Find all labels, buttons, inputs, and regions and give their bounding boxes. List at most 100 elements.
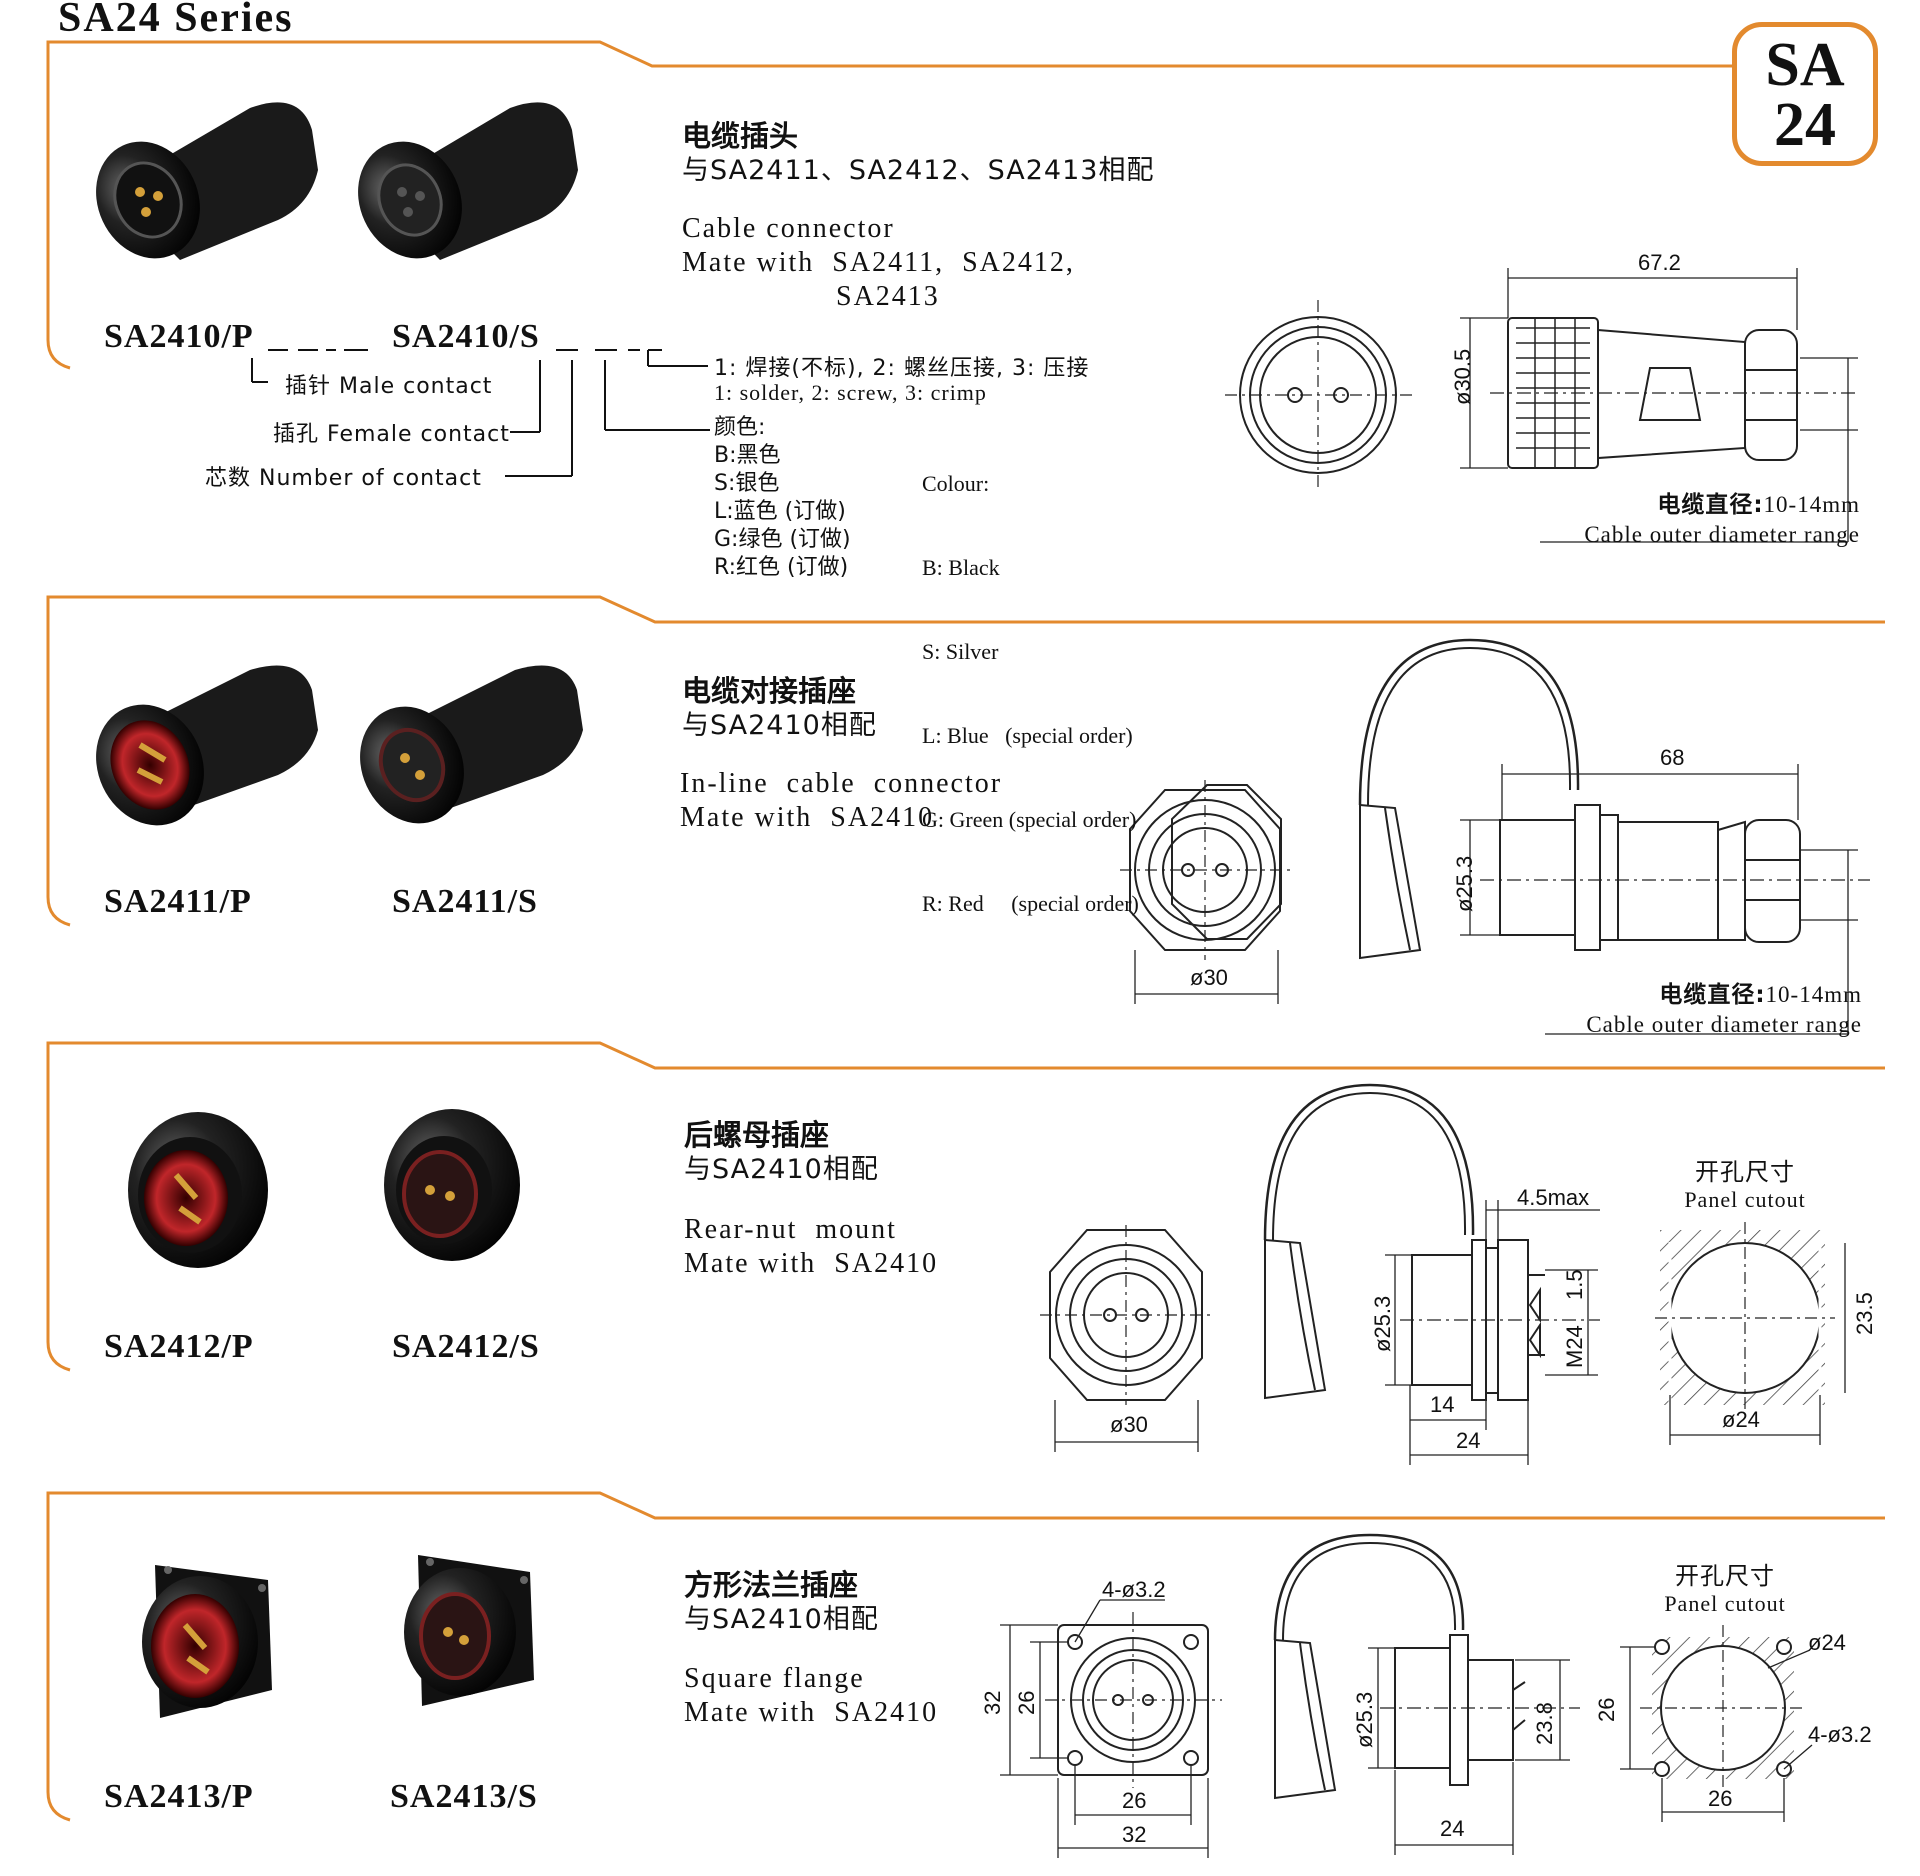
sa2413-cutout-d: ø24 (1808, 1630, 1846, 1655)
sa2412-dim-14: 14 (1430, 1392, 1455, 1417)
sa2410-en-mate: Mate with SA2411, SA2412, (682, 247, 1075, 278)
sa2411-model-female: SA2411/S (392, 883, 538, 920)
series-badge: SA 24 (1732, 22, 1878, 166)
sa2412-cutout-title: 开孔尺寸 Panel cutout (1655, 1158, 1835, 1214)
colour-cn-item: G:绿色 (订做) (714, 527, 851, 552)
sa2411-dim-front: ø30 (1190, 965, 1228, 990)
sa2413-dim-diameter: ø25.3 (1352, 1691, 1377, 1748)
drawing-sa2412-cutout (1655, 1222, 1846, 1445)
cable-en: Cable outer diameter range (1584, 522, 1860, 547)
sa2411-cn-mate: 与SA2410相配 (682, 710, 877, 741)
sa2410-model-male: SA2410/P (104, 318, 254, 355)
sa2411-en-mate: Mate with SA2410 (680, 802, 935, 833)
cutout-en: Panel cutout (1664, 1591, 1786, 1616)
sa2413-dim-24: 24 (1440, 1816, 1465, 1841)
sa2412-model-male: SA2412/P (104, 1328, 254, 1365)
sa2410-cable-note: 电缆直径:10-14mm Cable outer diameter range (1540, 490, 1860, 549)
colour-cn-item: B:黑色 (714, 443, 781, 468)
colour-en-item: G: Green (special order) (922, 807, 1137, 832)
sa2412-dim-24: 24 (1456, 1428, 1481, 1453)
drawing-sa2411-front (1120, 780, 1290, 1004)
colour-en-title: Colour: (922, 471, 990, 496)
sa2413-en-title: Square flange (684, 1663, 865, 1694)
sa2410-model-female: SA2410/S (392, 318, 540, 355)
sa2413-dim-26h: 26 (1122, 1788, 1147, 1813)
legend-termination-en: 1: solder, 2: screw, 3: crimp (714, 380, 987, 405)
sa2411-en-title: In-line cable connector (680, 768, 1003, 799)
sa2412-cutout-d: ø24 (1722, 1407, 1760, 1432)
drawing-sa2413-cutout (1620, 1625, 1813, 1822)
sa2413-cutout-title: 开孔尺寸 Panel cutout (1635, 1562, 1815, 1618)
sa2413-dim-holes: 4-ø3.2 (1102, 1577, 1166, 1602)
sa2413-cutout-holes: 4-ø3.2 (1808, 1722, 1872, 1747)
photo-sa2411-female (360, 665, 583, 824)
legend-termination-cn: 1: 焊接(不标), 2: 螺丝压接, 3: 压接 (714, 356, 1090, 381)
sa2412-dim-diameter: ø25.3 (1370, 1295, 1395, 1352)
colour-en-item: S: Silver (922, 639, 999, 664)
sa2413-cutout-26v: 26 (1594, 1697, 1619, 1722)
photo-sa2411-male (96, 665, 318, 826)
colour-cn-title: 颜色: (714, 415, 766, 440)
photo-sa2412-male (128, 1112, 268, 1268)
legend-contacts: 芯数 Number of contact (205, 466, 482, 491)
sa2412-cn-title: 后螺母插座 (684, 1118, 830, 1152)
colour-cn-item: S:银色 (714, 471, 780, 496)
drawing-sa2410-side (1460, 268, 1860, 543)
sa2413-cn-mate: 与SA2410相配 (684, 1604, 879, 1635)
sa2412-dim-pitch: 1.5 (1562, 1269, 1587, 1300)
photo-sa2410-male (96, 102, 318, 261)
photo-sa2413-male (142, 1565, 272, 1718)
cable-cn: 电缆直径: (1659, 982, 1766, 1008)
colour-cn-item: R:红色 (订做) (714, 555, 849, 580)
legend-male: 插针 Male contact (285, 374, 493, 399)
sa2412-model-female: SA2412/S (392, 1328, 540, 1365)
sa2411-dim-length: 68 (1660, 745, 1685, 770)
sa2411-dim-diameter: ø25.3 (1452, 855, 1477, 912)
drawing-sa2413-side (1273, 1533, 1580, 1855)
section-frames (46, 40, 1885, 1822)
cable-range: 10-14mm (1763, 492, 1860, 517)
code-legend-lines (251, 349, 710, 477)
sa2410-en-title: Cable connector (682, 213, 895, 244)
sa2413-cutout-26h: 26 (1708, 1786, 1733, 1811)
sa2413-dim-238: 23.8 (1532, 1702, 1557, 1745)
colour-en-item: B: Black (922, 555, 1000, 580)
drawing-sa2413-front (1000, 1599, 1222, 1858)
drawing-sa2410-front (1225, 300, 1412, 490)
drawing-sa2411-side (1358, 638, 1870, 1035)
cable-en: Cable outer diameter range (1586, 1012, 1862, 1037)
sa2413-cn-title: 方形法兰插座 (684, 1568, 859, 1602)
sa2411-cable-note: 电缆直径:10-14mm Cable outer diameter range (1542, 980, 1862, 1039)
sa2413-model-male: SA2413/P (104, 1778, 254, 1815)
sa2413-dim-32h: 32 (1122, 1822, 1147, 1847)
cable-cn: 电缆直径: (1657, 492, 1764, 518)
sa2410-dim-length: 67.2 (1638, 250, 1681, 275)
sa2410-en-mate2: SA2413 (836, 281, 940, 312)
badge-line1: SA (1765, 31, 1845, 99)
colour-en-item: R: Red (special order) (922, 891, 1139, 916)
sa2413-dim-32v: 32 (980, 1690, 1005, 1715)
series-title: SA24 Series (58, 0, 294, 41)
sa2412-dim-thread: M24 (1562, 1325, 1587, 1368)
sa2410-cn-mate: 与SA2411、SA2412、SA2413相配 (682, 155, 1155, 186)
sa2413-dim-26v: 26 (1014, 1690, 1039, 1715)
sa2412-en-title: Rear-nut mount (684, 1214, 897, 1245)
drawing-sa2412-side (1263, 1083, 1600, 1465)
cable-range: 10-14mm (1765, 982, 1862, 1007)
colour-list-en: Colour: B: Black S: Silver L: Blue (spec… (922, 414, 1139, 946)
colour-cn-item: L:蓝色 (订做) (714, 499, 846, 524)
colour-en-item: L: Blue (special order) (922, 723, 1133, 748)
sa2410-dim-diameter: ø30.5 (1450, 348, 1475, 405)
photo-sa2410-female (358, 102, 578, 261)
sa2412-cn-mate: 与SA2410相配 (684, 1154, 879, 1185)
sa2413-en-mate: Mate with SA2410 (684, 1697, 939, 1728)
sa2412-cutout-h: 23.5 (1852, 1292, 1877, 1335)
sa2411-cn-title: 电缆对接插座 (682, 674, 857, 708)
sa2413-model-female: SA2413/S (390, 1778, 538, 1815)
drawing-sa2412-front (1040, 1225, 1212, 1452)
cutout-cn: 开孔尺寸 (1675, 1562, 1775, 1590)
photo-sa2412-female (384, 1109, 520, 1261)
cutout-cn: 开孔尺寸 (1695, 1158, 1795, 1186)
badge-line2: 24 (1774, 91, 1836, 159)
